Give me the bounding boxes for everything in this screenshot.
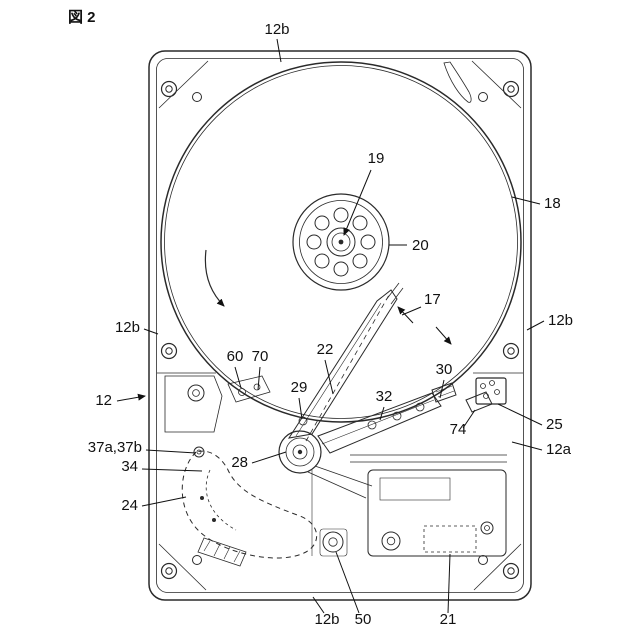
rotation-arrow xyxy=(204,249,225,307)
load-ramp xyxy=(431,382,457,403)
screw-50 xyxy=(319,528,348,557)
label-28-pivot: 28 xyxy=(231,454,248,471)
latch-hidden-outline xyxy=(181,446,317,559)
swing-arrows xyxy=(397,306,452,345)
leader-lines xyxy=(116,38,545,614)
actuator-assembly xyxy=(278,282,442,499)
latch-stop xyxy=(227,375,271,403)
labels: 図 2 12b 19 20 18 17 12b 12b 12 60 70 22 … xyxy=(68,9,573,628)
coil-plate xyxy=(298,392,442,454)
label-70: 70 xyxy=(252,348,269,365)
head-suspension xyxy=(385,282,400,301)
label-74: 74 xyxy=(450,421,467,438)
label-25-connector: 25 xyxy=(546,416,563,433)
spindle-hub xyxy=(292,193,390,291)
label-19-spindle: 19 xyxy=(368,150,385,167)
label-21-pcb: 21 xyxy=(440,611,457,628)
label-12a: 12a xyxy=(546,441,572,458)
label-17-arm: 17 xyxy=(424,291,441,308)
ramp-and-connector xyxy=(431,377,507,413)
enclosure xyxy=(148,50,532,601)
connector-block xyxy=(475,377,507,405)
hatched-block xyxy=(197,537,247,567)
label-12b-right-wall: 12b xyxy=(548,312,573,329)
label-37a-37b: 37a,37b xyxy=(88,439,142,456)
lower-deck xyxy=(157,372,523,567)
vcm-plate xyxy=(350,454,507,557)
label-18-disk: 18 xyxy=(544,195,561,212)
platter xyxy=(160,61,522,423)
figure-title: 図 2 xyxy=(68,9,96,26)
label-22: 22 xyxy=(317,341,334,358)
label-12b-bottom: 12b xyxy=(314,611,339,628)
label-60: 60 xyxy=(227,348,244,365)
label-32: 32 xyxy=(376,388,393,405)
label-30-ramp: 30 xyxy=(436,361,453,378)
label-24-latch: 24 xyxy=(121,497,138,514)
label-29: 29 xyxy=(291,379,308,396)
label-12b-left-wall: 12b xyxy=(115,319,140,336)
mounting-holes xyxy=(160,80,520,580)
actuator-arm xyxy=(287,289,398,439)
label-34: 34 xyxy=(121,458,138,475)
arm-hidden-line xyxy=(305,294,390,442)
label-12-base: 12 xyxy=(95,392,112,409)
label-50-screw: 50 xyxy=(355,611,372,628)
pcb-21 xyxy=(423,525,477,553)
label-12b-disk-top: 12b xyxy=(264,21,289,38)
label-20-hub: 20 xyxy=(412,237,429,254)
